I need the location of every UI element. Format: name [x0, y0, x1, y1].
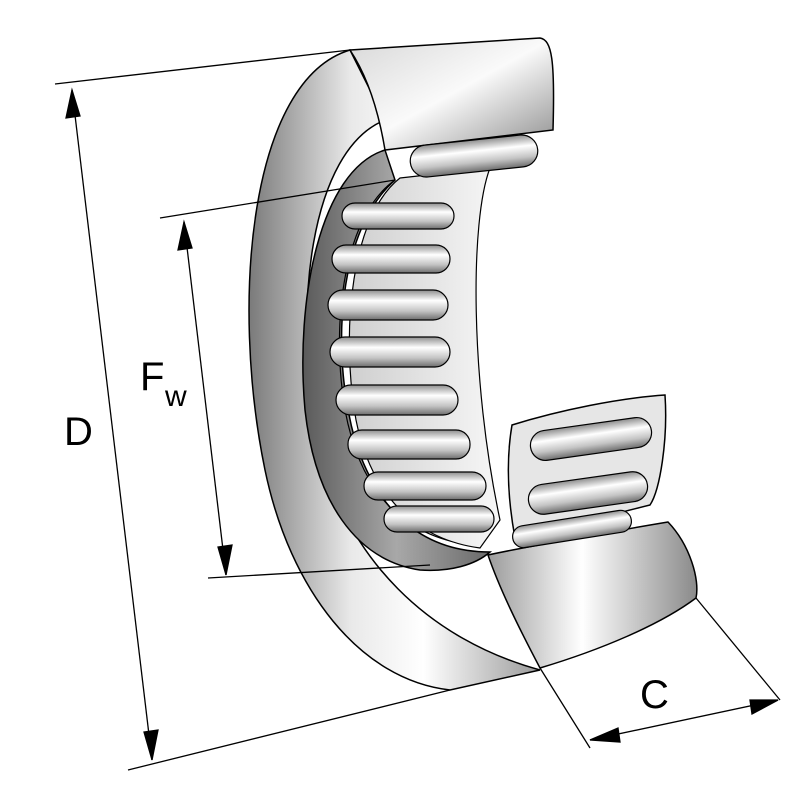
outer-ring	[248, 37, 698, 691]
needle-roller	[529, 416, 653, 462]
dimension-Fw	[159, 179, 431, 579]
needle-roller	[327, 289, 449, 321]
needle-roller-section-top	[409, 134, 539, 178]
needle-roller	[335, 384, 459, 416]
cage-cutaway	[507, 394, 667, 549]
needle-rollers	[327, 134, 539, 533]
needle-roller	[347, 429, 471, 460]
needle-roller	[527, 471, 649, 515]
needle-roller	[331, 244, 451, 274]
needle-roller	[512, 509, 632, 549]
label-D: D	[64, 410, 93, 454]
needle-roller	[363, 471, 487, 501]
dimension-D	[54, 49, 451, 771]
outer-ring-top-section	[348, 37, 555, 151]
dimension-C	[539, 597, 781, 749]
needle-roller	[329, 336, 451, 368]
label-Fw: F	[140, 355, 164, 399]
label-C: C	[640, 673, 669, 717]
needle-roller	[383, 505, 495, 533]
needle-roller	[341, 202, 455, 230]
label-Fw-subscript: w	[164, 380, 187, 413]
